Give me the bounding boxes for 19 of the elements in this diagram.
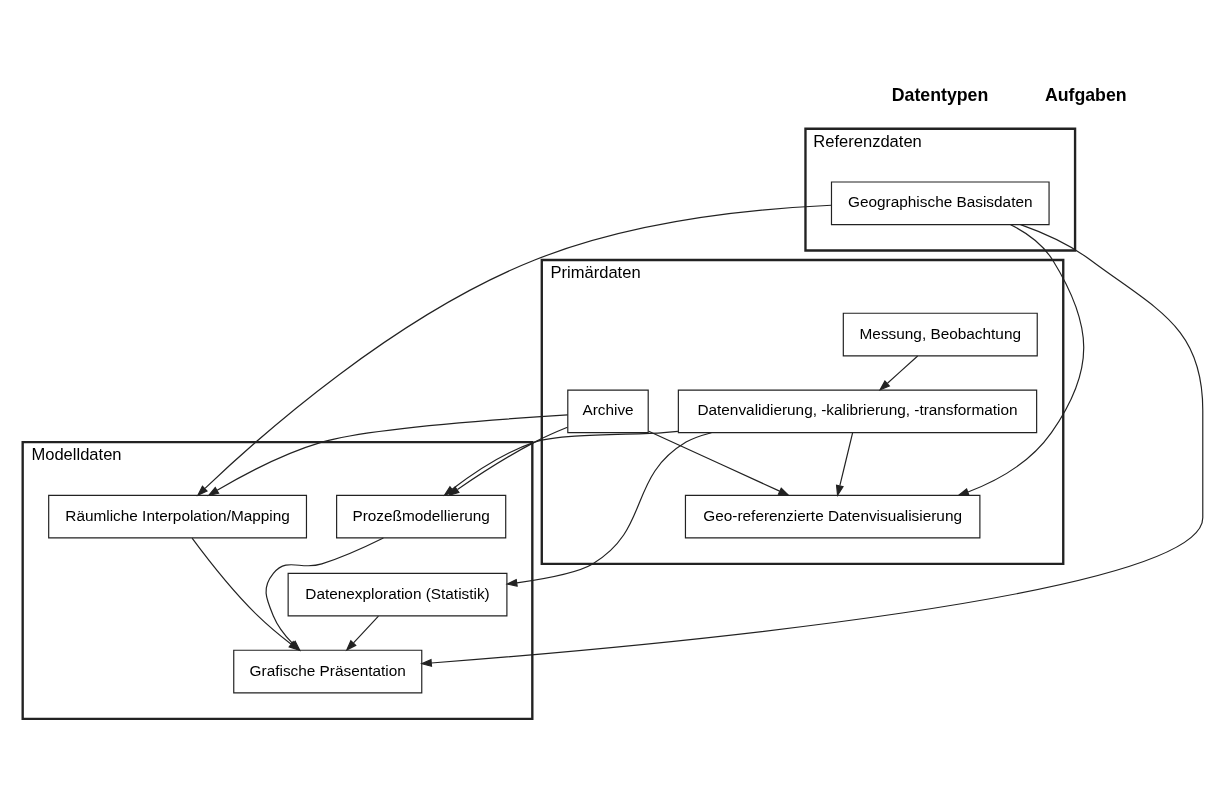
node-box: Datenvalidierung, -kalibrierung, -transformation: [677, 389, 1038, 434]
arrow: [878, 355, 919, 392]
node-box: Archive: [567, 389, 649, 434]
node-box: Räumliche Interpolation/Mapping: [48, 494, 308, 539]
node-box: Geographische Basisdaten: [830, 181, 1050, 226]
label: Aufgaben: [1044, 84, 1127, 105]
node-box: Prozeßmodellierung: [336, 494, 507, 539]
node-box: Geo-referenzierte Datenvisualisierung: [684, 494, 981, 539]
arrow: [447, 426, 568, 497]
arrow: [505, 432, 713, 587]
arrow: [420, 224, 1204, 668]
node-box: Grafische Präsentation: [233, 649, 423, 694]
arrow: [957, 224, 1085, 496]
arrow: [345, 615, 380, 652]
node-box: Messung, Beobachtung: [842, 312, 1038, 357]
node-box: Datenexploration (Statistik): [287, 572, 508, 617]
label: Datentypen: [891, 84, 989, 105]
arrow: [835, 432, 854, 497]
arrow: [648, 430, 791, 496]
